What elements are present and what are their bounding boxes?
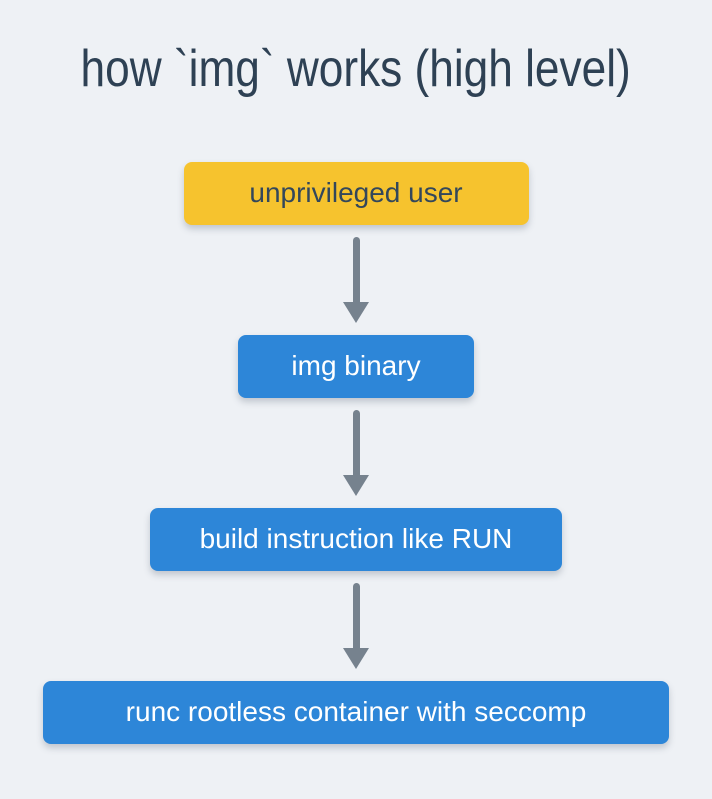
arrow-shaft <box>352 582 360 649</box>
flow-node-unprivileged-user: unprivileged user <box>183 161 529 225</box>
arrow-shaft <box>352 409 360 476</box>
down-arrow-icon <box>343 236 369 323</box>
arrow-head <box>343 647 369 669</box>
flow-node-runc-container: runc rootless container with seccomp <box>43 680 669 744</box>
flow-node-label: img binary <box>291 350 421 382</box>
arrow-head <box>343 474 369 496</box>
arrow-shaft <box>352 236 360 303</box>
flow-node-img-binary: img binary <box>238 334 474 398</box>
flow-node-label: unprivileged user <box>249 177 463 209</box>
flow-node-label: runc rootless container with seccomp <box>125 696 587 728</box>
down-arrow-icon <box>343 582 369 669</box>
flow-node-label: build instruction like RUN <box>199 523 513 555</box>
page-title: how `img` works (high level) <box>80 40 632 98</box>
down-arrow-icon <box>343 409 369 496</box>
flow-node-build-instruction: build instruction like RUN <box>150 507 562 571</box>
arrow-head <box>343 301 369 323</box>
flow-chart: unprivileged user img binary build instr… <box>43 161 669 744</box>
